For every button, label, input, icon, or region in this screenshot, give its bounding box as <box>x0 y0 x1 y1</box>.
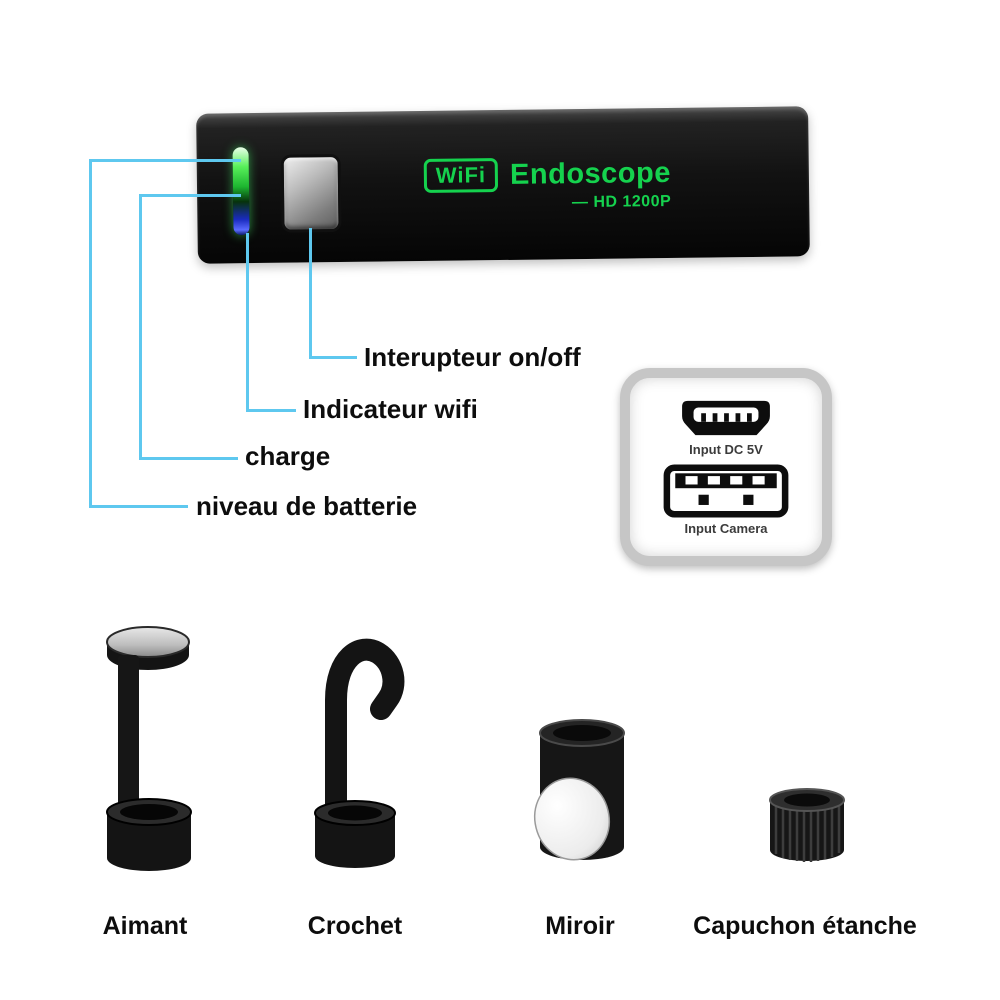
ports-panel: Input DC 5V Input Camera <box>620 368 832 566</box>
device-branding: WiFi Endoscope — HD 1200P <box>423 156 672 214</box>
accessory-label-mirror: Miroir <box>545 912 615 940</box>
callout-line-battery <box>89 159 92 508</box>
device-model: — HD 1200P <box>571 193 672 212</box>
endoscope-body: WiFi Endoscope — HD 1200P <box>196 106 810 264</box>
accessory-label-magnet: Aimant <box>102 912 188 940</box>
callout-label-charge: charge <box>245 441 331 471</box>
callout-line-wifi <box>246 233 249 412</box>
callout-label-wifi: Indicateur wifi <box>303 394 478 424</box>
waterproof-cap-icon <box>769 788 845 862</box>
wifi-badge: WiFi <box>423 158 499 194</box>
magnet-icon <box>106 626 192 871</box>
callout-label-battery: niveau de batterie <box>196 491 418 521</box>
callout-line-charge <box>139 194 142 460</box>
accessory-label-hook: Crochet <box>307 912 403 940</box>
power-button-icon <box>280 153 342 233</box>
micro-usb-label: Input DC 5V <box>689 442 763 457</box>
callout-line-power <box>309 228 312 359</box>
hook-icon <box>314 638 405 868</box>
accessory-label-cap: Capuchon étanche <box>693 912 917 940</box>
callout-line-battery <box>89 505 188 508</box>
device-name: Endoscope <box>509 156 672 191</box>
mirror-icon <box>534 719 625 861</box>
micro-usb-port-icon <box>682 400 770 436</box>
callout-line-power <box>309 356 357 359</box>
callout-line-charge <box>139 194 241 197</box>
callout-line-charge <box>139 457 238 460</box>
usb-camera-label: Input Camera <box>684 521 768 536</box>
callout-line-battery <box>89 159 241 162</box>
callout-line-wifi <box>246 409 296 412</box>
usb-a-port-icon <box>663 464 789 518</box>
callout-label-power: Interupteur on/off <box>364 342 581 372</box>
